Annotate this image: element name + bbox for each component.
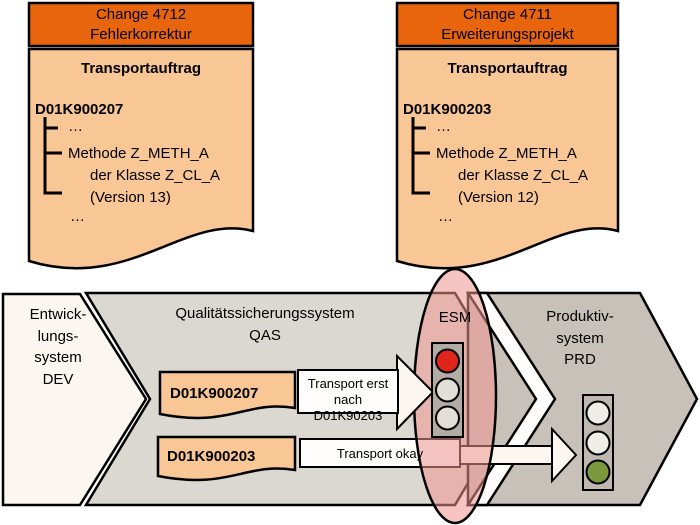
tree-item-ellipsis: …	[436, 118, 451, 135]
tree-bracket-icon-left	[43, 117, 62, 195]
transport-request-document-left	[27, 47, 255, 270]
tree-item-class: der Klasse Z_CL_A	[90, 167, 221, 184]
prd-system-label: Produktiv- system PRD	[546, 308, 614, 368]
transport-box-d01k900207	[158, 370, 297, 420]
change-4711-header-label: Change 4711 Erweiterungsprojekt	[441, 6, 574, 43]
transport-okay-arrow-head	[551, 426, 578, 484]
dev-system-chevron	[1, 292, 148, 507]
change-4711-header-box	[395, 1, 620, 48]
tree-item-class: der Klasse Z_CL_A	[458, 167, 589, 184]
transport-request-title-left: Transportauftrag	[80, 60, 201, 77]
transport-box-d01k900203	[156, 435, 297, 482]
tree-item-method: Methode Z_METH_A	[436, 145, 577, 162]
request-id-right: D01K900203	[403, 101, 492, 118]
qas-system-label: Qualitätssicherungssystem QAS	[175, 305, 355, 344]
esm-label: ESM	[438, 309, 472, 326]
traffic-light-prd-green-on	[585, 459, 611, 485]
transport-erst-note: Transport erst nach D01K90203	[307, 376, 389, 423]
transport-okay-note: Transport okay	[336, 446, 424, 461]
change-4712-header-label: Change 4712 Fehlerkorrektur	[90, 6, 192, 43]
traffic-light-esm-yellow-off	[435, 377, 460, 403]
traffic-light-prd-red-off	[585, 400, 611, 426]
request-id-left: D01K900207	[35, 101, 124, 118]
traffic-light-esm-red-on	[435, 348, 460, 374]
traffic-light-esm-green-off	[435, 405, 460, 431]
tree-item-ellipsis: …	[68, 118, 83, 135]
tree-item-version: (Version 13)	[90, 189, 171, 206]
dev-system-label: Entwick- lungs- system DEV	[29, 306, 87, 388]
transport-request-title-right: Transportauftrag	[447, 60, 568, 77]
tree-item-method: Methode Z_METH_A	[68, 145, 209, 162]
tree-bracket-icon-right	[411, 117, 430, 195]
tree-item-ellipsis: …	[70, 208, 85, 225]
traffic-light-prd-yellow-off	[585, 430, 611, 456]
transport-box-label-207: D01K900207	[170, 385, 259, 402]
tree-item-version: (Version 12)	[458, 189, 539, 206]
transport-request-document-right	[395, 47, 620, 270]
transport-erst-label-box	[297, 369, 399, 414]
transport-box-label-203: D01K900203	[167, 448, 256, 465]
tree-item-ellipsis: …	[438, 208, 453, 225]
change-4712-header-box	[27, 1, 255, 48]
